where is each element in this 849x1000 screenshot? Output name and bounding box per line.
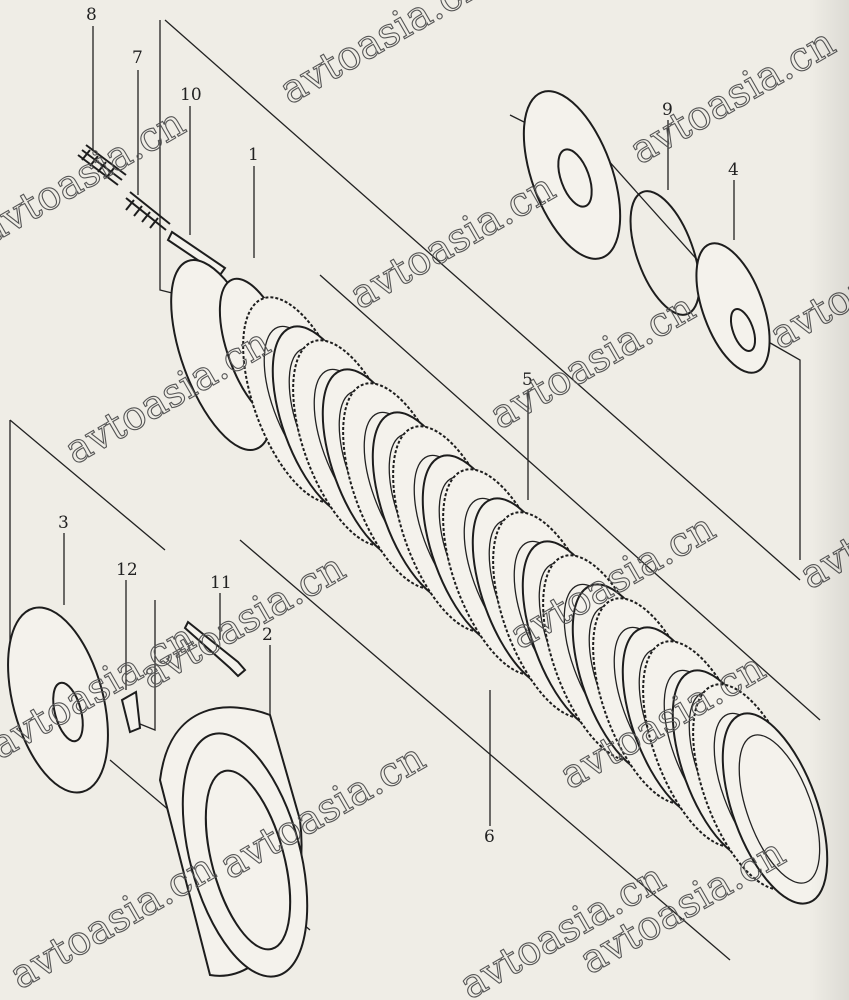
label-12: 12 (116, 560, 138, 580)
page-edge-shadow (809, 0, 849, 1000)
clutch-plates (242, 296, 829, 905)
watermark-text: avtoasia.cn (342, 165, 563, 319)
label-11: 11 (210, 573, 232, 593)
label-10: 10 (180, 85, 202, 105)
watermark-text: avtoasia.cn (0, 100, 193, 254)
label-5: 5 (522, 370, 533, 390)
drum-2 (158, 706, 309, 978)
friction-disc (721, 712, 829, 905)
label-3: 3 (58, 513, 69, 533)
cover-3 (7, 606, 109, 794)
spring-8 (77, 144, 127, 186)
plate-inner-ring (738, 734, 821, 884)
washer-12 (120, 690, 142, 734)
label-4: 4 (728, 160, 739, 180)
watermark-text: avtoasia.cn (2, 845, 223, 999)
watermark-text: avtoasia.cn (272, 0, 493, 114)
spring-7 (125, 191, 171, 231)
hub-assembly (522, 90, 771, 374)
label-2: 2 (262, 625, 273, 645)
watermark-text: avtoasia.cn (482, 285, 703, 439)
label-6: 6 (484, 827, 495, 847)
part-labels: 8 7 10 1 9 4 5 3 12 11 2 6 (58, 5, 739, 847)
label-8: 8 (86, 5, 97, 25)
label-7: 7 (132, 48, 143, 68)
label-1: 1 (248, 145, 259, 165)
label-9: 9 (662, 100, 673, 120)
bolt-11 (183, 620, 247, 678)
